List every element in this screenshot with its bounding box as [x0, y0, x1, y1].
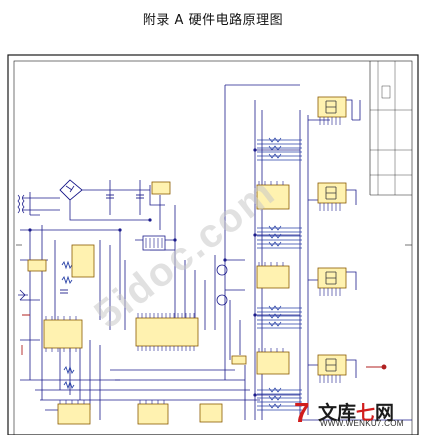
drawing-frame [7, 54, 419, 435]
logo-brand: 文库七网 [318, 402, 395, 424]
ic-pins [45, 181, 284, 404]
ic-regulator [151, 181, 171, 195]
ic-microcontroller [135, 317, 199, 347]
junction-dots [28, 148, 257, 397]
resistor-ladders [257, 137, 302, 411]
ic-left-upper [71, 244, 95, 278]
resistors [61, 260, 75, 390]
capacitors [60, 194, 144, 294]
logo-url: WWW.WENKU7.COM [320, 419, 404, 428]
ic-bottom-center [137, 403, 169, 425]
ic-bottom-right [199, 403, 223, 423]
seven-segment-display-icon [317, 267, 347, 296]
ic-bottom-left [57, 403, 91, 425]
ic-driver-2 [256, 265, 290, 289]
red-wiring [21, 314, 387, 370]
wiring [20, 84, 412, 421]
seven-segment-display-icon [317, 96, 347, 125]
page-title: 附录 A 硬件电路原理图 [142, 13, 284, 28]
ic-driver-1 [256, 184, 290, 210]
transformer [17, 194, 25, 214]
seven-segment-displays [317, 96, 347, 383]
wenku7-logo-icon: 7 文库七网 WWW.WENKU7.COM [294, 398, 424, 435]
transistors [18, 264, 228, 306]
ic-left-middle [43, 319, 83, 349]
ic-chips [27, 181, 290, 425]
ic-left-small [27, 259, 47, 272]
ic-small-right [231, 355, 247, 365]
bridge-rectifier [59, 179, 83, 201]
ic-driver-3 [256, 351, 290, 375]
seven-segment-display-icon [317, 354, 347, 383]
seven-segment-display-icon [317, 182, 347, 211]
logo-mark: 7 [294, 397, 310, 428]
